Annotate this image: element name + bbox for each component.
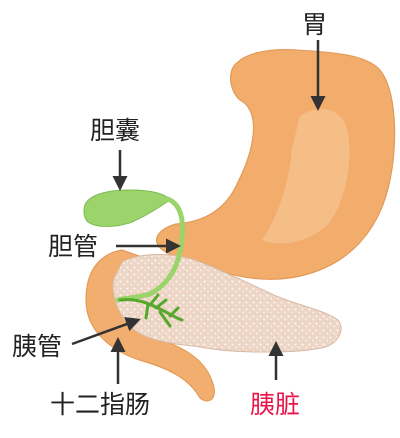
label-pancreatic-duct: 胰管 [12, 332, 63, 361]
arrow-pancreatic-duct [71, 317, 141, 346]
label-pancreas: 胰脏 [250, 390, 301, 419]
bile-duct [115, 196, 185, 303]
stomach-organ [156, 49, 396, 280]
label-duodenum: 十二指肠 [50, 390, 151, 419]
label-stomach: 胃 [302, 10, 328, 39]
stomach-highlight [262, 109, 350, 244]
pancreatic-duct [118, 293, 184, 328]
label-gallbladder: 胆囊 [90, 116, 141, 145]
label-bile-duct: 胆管 [48, 232, 99, 261]
gallbladder-organ [83, 189, 171, 227]
